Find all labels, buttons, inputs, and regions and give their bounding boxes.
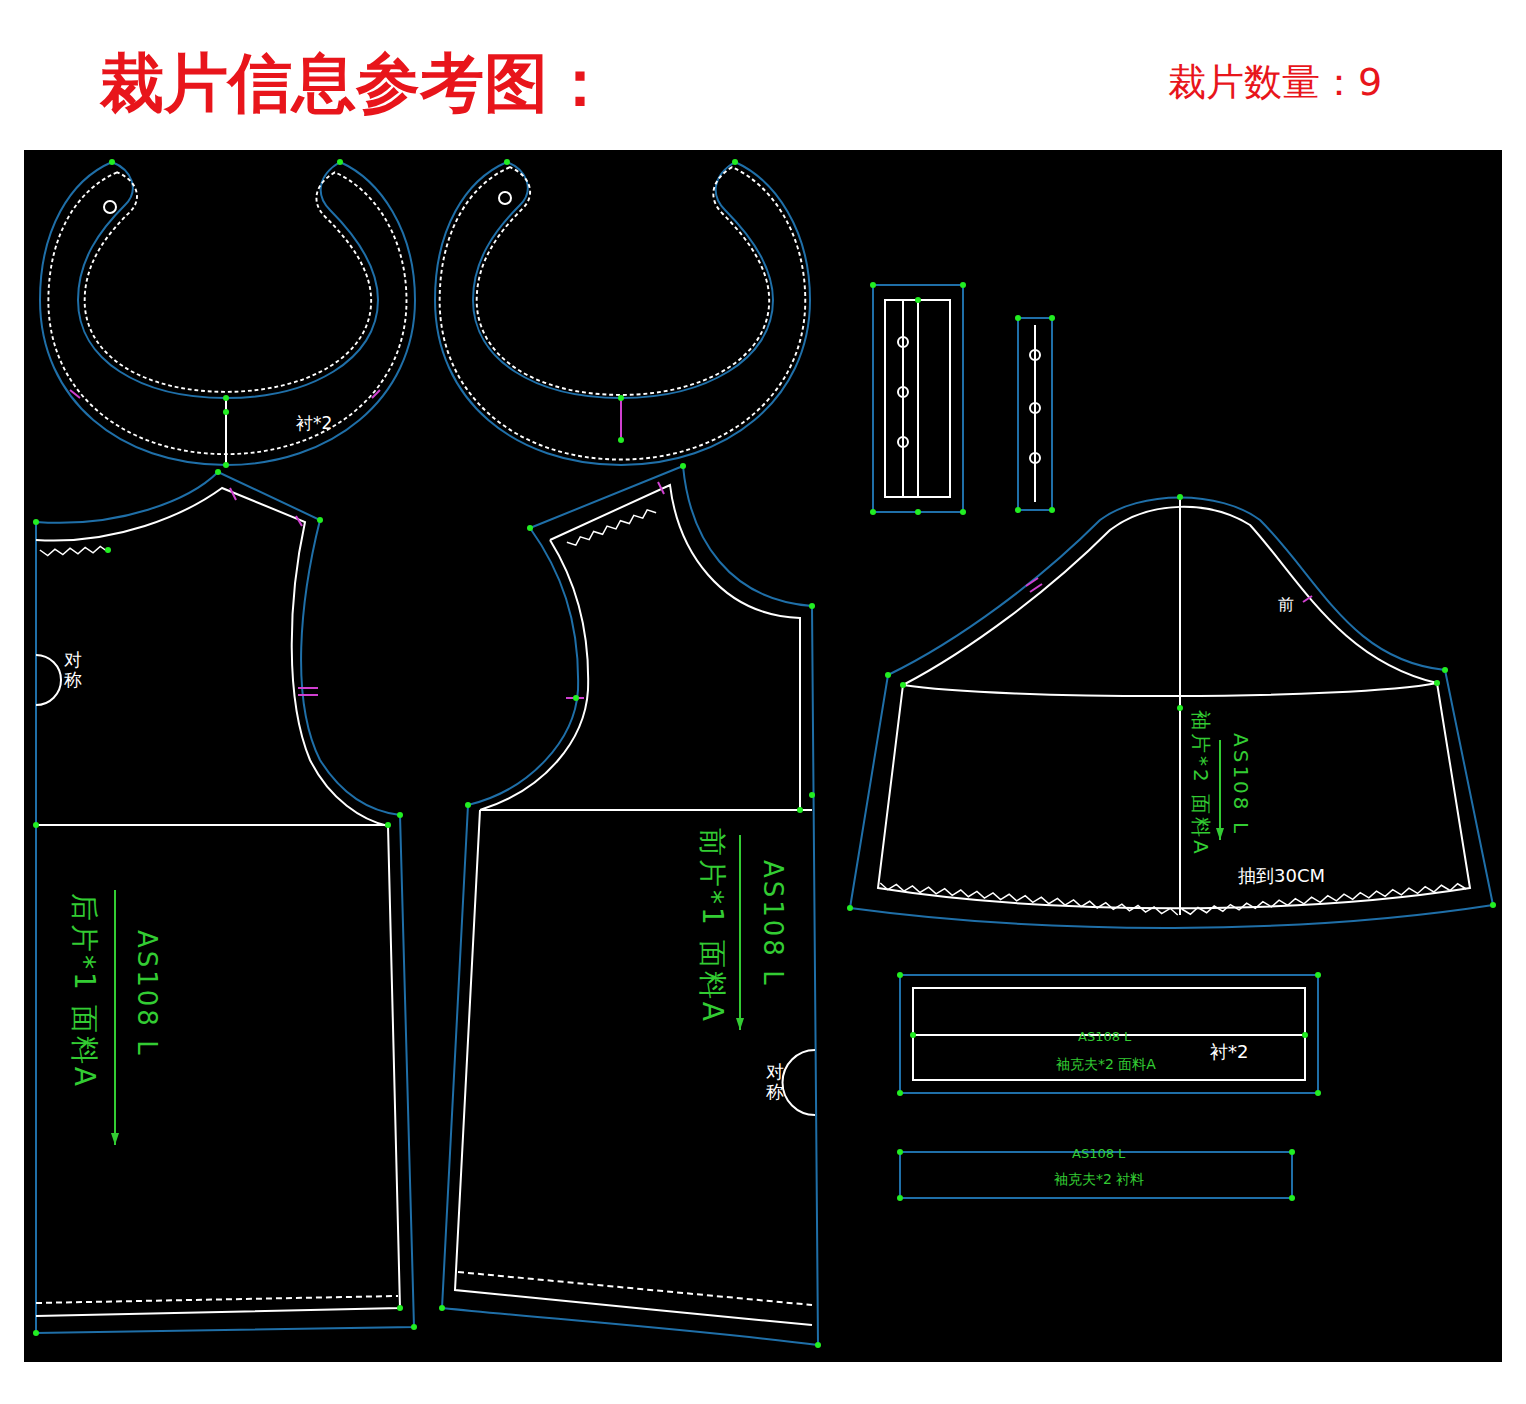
corner-dot xyxy=(317,517,323,523)
part-label: 后片*1 面料A xyxy=(68,893,99,1089)
part-label: AS108 L xyxy=(1230,733,1252,836)
corner-dot xyxy=(465,802,471,808)
part-label: AS108 L xyxy=(758,860,787,988)
corner-dot xyxy=(897,1090,903,1096)
corner-dot xyxy=(1490,902,1496,908)
corner-dot xyxy=(900,682,906,688)
page-title: 裁片信息参考图： xyxy=(100,40,612,127)
sleeve-piece xyxy=(850,497,1493,928)
grain-arrow xyxy=(736,1018,744,1030)
corner-dot xyxy=(885,672,891,678)
corner-dot xyxy=(1015,507,1021,513)
corner-dot xyxy=(215,469,221,475)
part-label: 裁片数量：9 xyxy=(1168,62,1382,104)
part-label: 衬*2 xyxy=(296,414,332,433)
corner-dot xyxy=(223,409,229,415)
corner-dot xyxy=(618,437,624,443)
corner-dot xyxy=(915,509,921,515)
corner-dot xyxy=(1177,494,1183,500)
grain-arrow xyxy=(111,1133,119,1145)
corner-dot xyxy=(797,807,803,813)
corner-dot xyxy=(897,1195,903,1201)
corner-dot xyxy=(33,822,39,828)
part-label: 抽到30CM xyxy=(1238,866,1325,886)
grain-arrow xyxy=(111,828,1224,1145)
part-label: AS108 L xyxy=(132,930,161,1058)
corner-dot xyxy=(397,812,403,818)
corner-dot xyxy=(105,547,111,553)
corner-dot xyxy=(897,972,903,978)
part-label: 衬*2 xyxy=(1210,1042,1248,1062)
collar-piece xyxy=(435,162,810,465)
part-label: 前片*1 面料A xyxy=(696,828,727,1024)
corner-dot xyxy=(33,159,1496,1348)
corner-dot xyxy=(618,395,624,401)
collar-piece xyxy=(40,162,415,465)
corner-dot xyxy=(411,1324,417,1330)
part-label: AS108 L xyxy=(1072,1147,1125,1161)
back-piece xyxy=(36,472,414,1333)
corner-dot xyxy=(504,159,510,165)
corner-dot xyxy=(847,905,853,911)
corner-dot xyxy=(809,603,815,609)
corner-dot xyxy=(897,1149,903,1155)
corner-dot xyxy=(1177,705,1183,711)
corner-dot xyxy=(1289,1195,1295,1201)
corner-dot xyxy=(870,509,876,515)
corner-dot xyxy=(1049,315,1055,321)
part-label: 对称 xyxy=(64,650,82,690)
corner-dot xyxy=(337,159,343,165)
front-piece xyxy=(442,466,818,1345)
corner-dot xyxy=(960,509,966,515)
corner-dot xyxy=(1015,315,1021,321)
background-panel xyxy=(24,150,1502,1362)
cuff-piece xyxy=(900,975,1318,1198)
part-label: 袖克夫*2 衬料 xyxy=(1054,1172,1144,1187)
corner-dot xyxy=(33,519,39,525)
corner-dot xyxy=(439,1305,445,1311)
placket-piece xyxy=(873,285,1052,512)
corner-dot xyxy=(33,1330,39,1336)
part-label: 对称 xyxy=(766,1062,784,1102)
part-label: 袖片*2 面料A xyxy=(1190,710,1212,857)
corner-dot xyxy=(397,1305,403,1311)
corner-dot xyxy=(910,1032,916,1038)
corner-dot xyxy=(1315,1090,1321,1096)
part-label: 前 xyxy=(1278,596,1294,614)
corner-dot xyxy=(527,525,533,531)
corner-dot xyxy=(573,695,579,701)
gather-mark xyxy=(567,510,656,545)
corner-dot xyxy=(915,297,921,303)
corner-dot xyxy=(960,282,966,288)
part-label: 袖克夫*2 面料A xyxy=(1056,1057,1156,1072)
corner-dot xyxy=(809,792,815,798)
gather-mark xyxy=(40,546,108,555)
corner-dot xyxy=(870,282,876,288)
gather-mark xyxy=(1182,884,1467,914)
part-label: AS108 L xyxy=(1078,1030,1131,1044)
corner-dot xyxy=(1315,972,1321,978)
corner-dot xyxy=(680,463,686,469)
corner-dot xyxy=(223,462,229,468)
corner-dot xyxy=(385,822,391,828)
corner-dot xyxy=(1049,507,1055,513)
gather-mark xyxy=(40,510,1466,915)
grain-arrow xyxy=(1216,828,1224,840)
gather-mark xyxy=(880,883,1177,915)
corner-dot xyxy=(223,395,229,401)
corner-dot xyxy=(109,159,115,165)
corner-dot xyxy=(732,159,738,165)
corner-dot xyxy=(1289,1149,1295,1155)
corner-dot xyxy=(815,1342,821,1348)
corner-dot xyxy=(1302,1032,1308,1038)
corner-dot xyxy=(1442,667,1448,673)
corner-dot xyxy=(1434,680,1440,686)
